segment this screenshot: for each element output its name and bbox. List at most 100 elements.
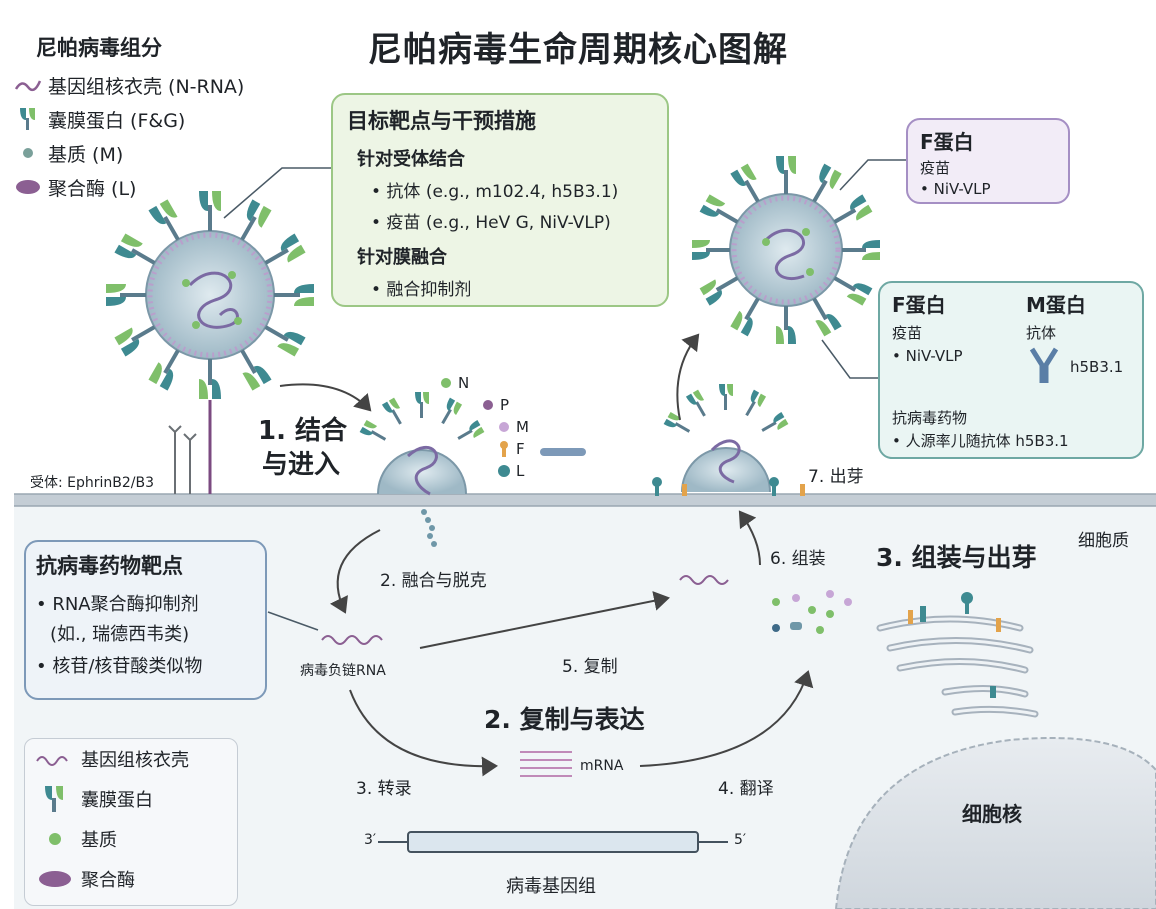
stage3-heading: 3. 组装与出芽	[876, 543, 1037, 572]
step4-label: 4. 翻译	[718, 779, 774, 799]
f-protein-box: F蛋白 疫苗 • NiV-VLP	[906, 118, 1070, 204]
protein-label: F	[516, 440, 525, 458]
antiviral-box: 抗病毒药物靶点 • RNA聚合酶抑制剂 (如., 瑞德西韦类) • 核苷/核苷酸…	[24, 540, 267, 700]
targets-box: 目标靶点与干预措施 针对受体结合 • 抗体 (e.g., m102.4, h5B…	[331, 93, 669, 307]
step6-label: 6. 组装	[770, 549, 826, 569]
protein-label: N	[458, 374, 470, 392]
step2-label: 2. 融合与脱克	[380, 571, 487, 591]
assembly-components	[772, 590, 852, 634]
legend-item-rna: 基因组核衣壳 (N-RNA)	[14, 68, 244, 102]
m-protein-icon	[499, 422, 509, 432]
legend-label: 基质	[81, 830, 117, 851]
mrna-label: mRNA	[580, 758, 624, 774]
receptor-label: 受体: EphrinB2/B3	[30, 475, 155, 491]
legend-label: 囊膜蛋白	[81, 790, 153, 811]
virion-budding	[663, 384, 789, 493]
flow-arrows	[279, 333, 814, 777]
protein-label: L	[516, 462, 525, 480]
virion-entering	[359, 392, 485, 547]
f-protein-line: • NiV-VLP	[920, 180, 991, 198]
targets-item: • 抗体 (e.g., m102.4, h5B3.1)	[371, 182, 619, 202]
cytoplasm-label: 细胞质	[1078, 531, 1129, 551]
genome-label: 病毒基因组	[506, 876, 596, 897]
blob-icon	[39, 871, 71, 887]
bottom-legend: 基因组核衣壳 囊膜蛋白 基质 聚合酶	[24, 738, 238, 906]
l-protein-icon	[498, 465, 510, 477]
stage2-heading: 2. 复制与表达	[484, 705, 645, 734]
p-protein-icon	[483, 400, 493, 410]
dot-icon	[23, 148, 33, 158]
page-title: 尼帕病毒生命周期核心图解	[368, 30, 788, 70]
nucleus-label: 细胞核	[962, 802, 1022, 826]
f-protein-line: 疫苗	[920, 159, 951, 177]
cell-membrane	[14, 494, 1156, 506]
blob-icon	[16, 180, 40, 194]
step3-label: 3. 转录	[356, 779, 412, 799]
glycoprotein-icon	[45, 786, 63, 812]
components-legend: 基因组核衣壳 (N-RNA) 囊膜蛋白 (F&G) 基质 (M) 聚合酶 (L)	[14, 68, 244, 204]
wavy-rna-icon	[14, 80, 42, 92]
genome-5-end: 5′	[734, 832, 747, 848]
virion-budded	[692, 156, 880, 344]
targets-section-receptor: 针对受体结合	[357, 149, 465, 170]
new-rna-wave	[679, 575, 729, 585]
legend-item-matrix: 基质 (M)	[14, 136, 244, 170]
step5-label: 5. 复制	[562, 657, 618, 677]
n-protein-icon	[441, 378, 451, 388]
antibody-icon	[1029, 347, 1059, 383]
glycoprotein-icon	[20, 108, 35, 130]
targets-item: • 疫苗 (e.g., HeV G, NiV-VLP)	[371, 213, 611, 233]
antiviral-item: • RNA聚合酶抑制剂	[36, 594, 199, 615]
virion-large	[106, 191, 314, 399]
f-protein-icon	[500, 441, 508, 457]
legend-label: 基因组核衣壳 (N-RNA)	[48, 75, 245, 98]
nucleus	[834, 737, 1156, 909]
free-proteins	[540, 448, 586, 456]
legend-label: 基因组核衣壳	[81, 750, 189, 771]
legend-label: 聚合酶	[81, 870, 135, 891]
antiviral-title: 抗病毒药物靶点	[36, 554, 183, 578]
legend-label: 囊膜蛋白 (F&G)	[48, 109, 186, 132]
golgi-glycoproteins	[908, 592, 1001, 698]
mrna-strands	[520, 751, 572, 777]
fm-drug-line: • 人源率儿随抗体 h5B3.1	[892, 432, 1069, 450]
legend-item-polymerase: 聚合酶	[35, 859, 237, 899]
legend-label: 基质 (M)	[48, 143, 124, 166]
genome-3-end: 3′	[364, 832, 377, 848]
fm-m-title: M蛋白	[1026, 293, 1086, 317]
legend-item-glycoprotein: 囊膜蛋白 (F&G)	[14, 102, 244, 136]
wavy-rna-icon	[36, 756, 68, 766]
protein-label: M	[516, 418, 529, 436]
components-legend-title: 尼帕病毒组分	[36, 36, 162, 60]
fm-antibody-label: h5B3.1	[1070, 358, 1124, 376]
neg-rna-wave	[321, 635, 383, 645]
dot-icon	[49, 833, 61, 845]
fm-m-line: 抗体	[1026, 324, 1057, 342]
step1-label: 1. 结合 与进入	[258, 414, 347, 482]
membrane-glycoproteins	[652, 477, 805, 496]
legend-item-rna: 基因组核衣壳	[35, 739, 237, 779]
targets-title: 目标靶点与干预措施	[347, 109, 536, 133]
antiviral-item: (如., 瑞德西韦类)	[50, 624, 190, 645]
legend-item-glycoprotein: 囊膜蛋白	[35, 779, 237, 819]
legend-label: 聚合酶 (L)	[48, 177, 137, 200]
protein-legend: N P M F L	[438, 372, 529, 482]
fm-f-title: F蛋白	[892, 293, 946, 317]
step7-label: 7. 出芽	[808, 467, 864, 487]
targets-section-fusion: 针对膜融合	[357, 247, 447, 268]
legend-item-matrix: 基质	[35, 819, 237, 859]
fm-protein-box: F蛋白 疫苗 • NiV-VLP M蛋白 抗体 h5B3.1 抗病毒药物 • 人…	[878, 281, 1144, 459]
legend-item-polymerase: 聚合酶 (L)	[14, 170, 244, 204]
neg-rna-label: 病毒负链RNA	[300, 663, 386, 679]
fm-f-line: • NiV-VLP	[892, 347, 963, 365]
step1-line2: 与进入	[262, 450, 341, 480]
fm-f-line: 疫苗	[892, 324, 923, 342]
targets-item: • 融合抑制剂	[371, 280, 472, 300]
fm-drug-title: 抗病毒药物	[892, 409, 968, 427]
genome-bar	[407, 831, 699, 853]
antiviral-item: • 核苷/核苷酸类似物	[36, 656, 203, 677]
step1-line1: 1. 结合	[258, 416, 348, 446]
protein-label: P	[500, 396, 510, 414]
f-protein-title: F蛋白	[920, 130, 974, 154]
receptors	[168, 400, 212, 494]
